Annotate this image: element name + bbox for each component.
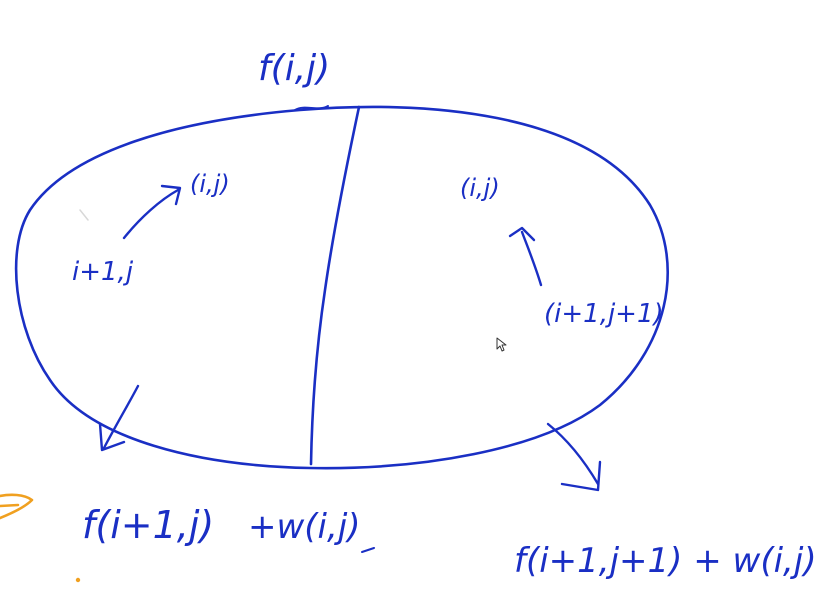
- top-join-squiggle: [294, 105, 329, 111]
- implies-arrow-icon: [0, 493, 34, 520]
- right-state-label: (i,j): [460, 174, 500, 202]
- underline-tick: [361, 547, 375, 553]
- left-state-label: (i,j): [190, 170, 230, 198]
- bottom-left-arrow: [102, 384, 140, 450]
- bottom-left-arrowhead: [98, 422, 126, 452]
- left-transition-arrow: [122, 188, 180, 240]
- left-transition-arrowhead: [160, 184, 182, 206]
- orange-dot: [75, 577, 81, 583]
- left-prev-label: i+1,j: [72, 257, 134, 287]
- bottom-left-term: f(i+1,j): [82, 503, 214, 547]
- divider-line: [309, 105, 361, 466]
- bottom-right-arrowhead: [560, 460, 602, 492]
- bottom-right-formula: f(i+1,j+1) + w(i,j): [514, 541, 817, 581]
- top-label: f(i,j): [258, 48, 330, 89]
- right-transition-arrowhead: [508, 226, 536, 242]
- state-set-oval: [14, 105, 669, 470]
- mouse-pointer-icon: [496, 337, 507, 352]
- bottom-left-weight: +w(i,j): [248, 507, 361, 547]
- right-transition-arrow: [520, 230, 543, 287]
- right-prev-label: (i+1,j+1): [544, 299, 664, 329]
- bottom-right-arrow: [546, 422, 600, 486]
- faint-mark: [79, 209, 89, 221]
